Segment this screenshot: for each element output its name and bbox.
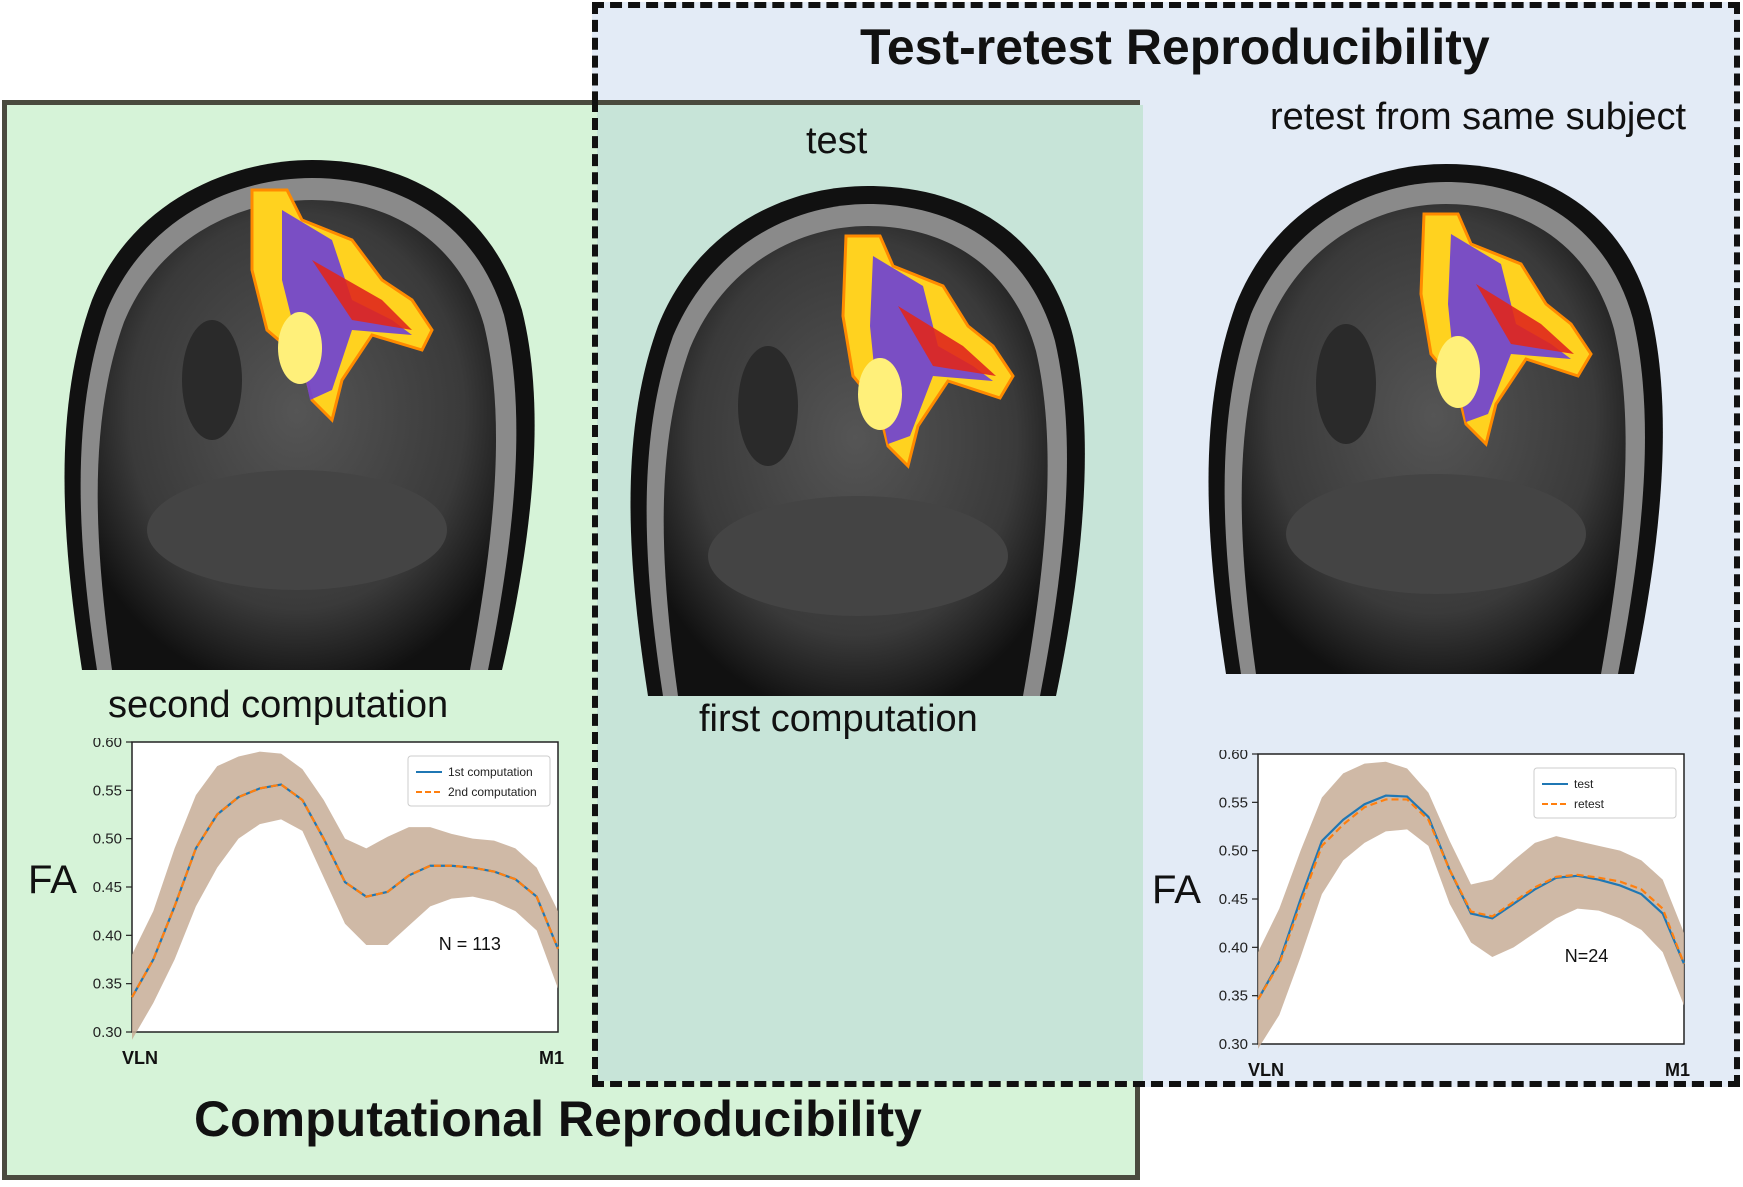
sample-size-annotation: N=24 (1565, 946, 1609, 966)
test-retest-title: Test-retest Reproducibility (860, 19, 1490, 75)
y-tick-label: 0.30 (1219, 1036, 1248, 1053)
fa-axis-label-left: FA (28, 858, 77, 902)
y-tick-label: 0.50 (1219, 843, 1248, 860)
y-tick-label: 0.30 (93, 1024, 122, 1041)
legend-label-2: 2nd computation (448, 785, 537, 799)
confidence-band (1258, 761, 1684, 1049)
y-tick-label: 0.35 (1219, 988, 1248, 1005)
brain-image-retest (1208, 164, 1663, 674)
legend-label-2: retest (1574, 797, 1605, 811)
retest-label: retest from same subject (1270, 96, 1687, 138)
sample-size-annotation: N = 113 (439, 934, 501, 954)
fa-chart-computational: 0.60 0.55 0.50 0.45 0.40 0.35 0.30 1st computat… (93, 738, 564, 1068)
legend (1533, 767, 1677, 819)
y-tick-label: 0.35 (93, 976, 122, 993)
x-label-end: M1 (539, 1048, 564, 1068)
y-tick-label: 0.50 (93, 831, 122, 848)
y-tick-label: 0.60 (93, 738, 122, 751)
second-computation-label: second computation (108, 684, 449, 726)
x-label-start: VLN (1248, 1060, 1284, 1080)
test-retest-panel-bottom-border (592, 1081, 1740, 1087)
y-tick-label: 0.60 (1219, 750, 1248, 763)
series-line-2 (1257, 798, 1686, 1001)
y-tick-label: 0.45 (93, 879, 122, 896)
x-label-start: VLN (122, 1048, 158, 1068)
test-label: test (806, 120, 868, 162)
y-tick-label: 0.40 (93, 927, 122, 944)
legend-label-1: test (1574, 777, 1594, 791)
brain-image-test (630, 186, 1085, 696)
y-tick-label: 0.45 (1219, 891, 1248, 908)
brain-image-second-computation (64, 160, 535, 670)
computational-title: Computational Reproducibility (194, 1091, 922, 1147)
y-tick-label: 0.55 (1219, 794, 1248, 811)
confidence-band (132, 751, 558, 1040)
series-line-1 (131, 783, 560, 998)
fa-axis-label-right: FA (1152, 868, 1201, 912)
first-computation-label: first computation (699, 698, 978, 740)
series-line-1 (1257, 794, 1686, 1001)
x-label-end: M1 (1665, 1060, 1690, 1080)
legend (407, 755, 551, 807)
y-tick-label: 0.55 (93, 782, 122, 799)
fa-chart-test-retest: 0.60 0.55 0.50 0.45 0.40 0.35 0.30 test retestN=… (1219, 750, 1690, 1080)
legend-label-1: 1st computation (448, 765, 533, 779)
y-tick-label: 0.40 (1219, 939, 1248, 956)
test-retest-panel-left-border (592, 100, 598, 1087)
